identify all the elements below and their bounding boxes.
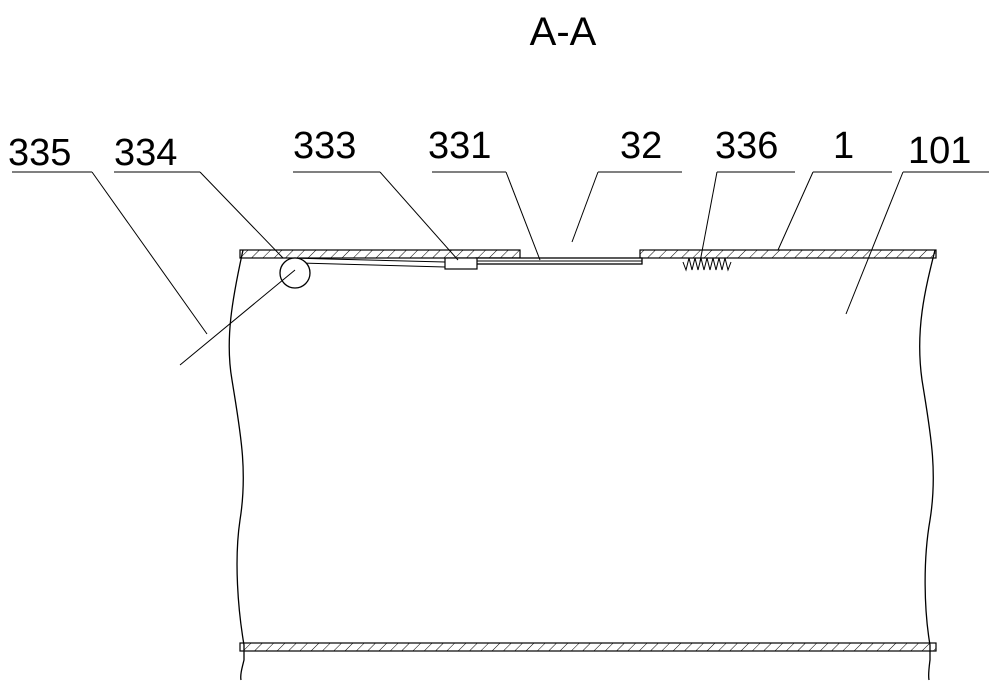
cover-plate <box>475 257 643 265</box>
leader-lines <box>12 171 989 366</box>
top-pipe-wall <box>239 249 937 259</box>
pivot-circle <box>279 257 311 289</box>
label-335: 335 <box>8 132 71 174</box>
spring <box>682 257 732 272</box>
slider-block <box>444 257 478 270</box>
label-32: 32 <box>620 125 662 167</box>
label-333: 333 <box>293 125 356 167</box>
label-331: 331 <box>428 125 491 167</box>
right-break-line <box>919 249 936 681</box>
bottom-pipe-wall <box>239 642 937 652</box>
section-title: A-A <box>530 10 597 54</box>
left-break-line <box>228 249 245 681</box>
label-334: 334 <box>114 132 177 174</box>
connecting-rod <box>289 257 446 268</box>
label-336: 336 <box>715 125 778 167</box>
label-1: 1 <box>833 125 854 167</box>
label-101: 101 <box>908 130 971 172</box>
